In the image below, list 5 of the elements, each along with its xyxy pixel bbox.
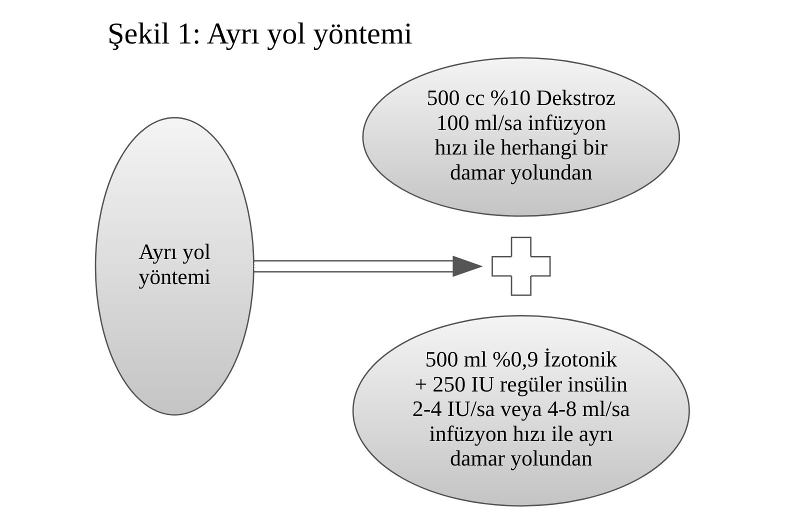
node-ellipse: 500 cc %10 Dekstroz 100 ml/sa infüzyon hızı ile herhangi bir damar yolundan <box>362 57 680 217</box>
diagram-title: Şekil 1: Ayrı yol yöntemi <box>107 16 412 51</box>
node-ellipse: Ayrı yol yöntemi <box>94 117 254 416</box>
arrow <box>254 256 483 277</box>
node-ellipse: 500 ml %0,9 İzotonik + 250 IU regüler insülin 2-4 IU/sa veya 4-8 ml/sa infüzyon hızı ile ayrı damar yolundan <box>352 315 690 507</box>
